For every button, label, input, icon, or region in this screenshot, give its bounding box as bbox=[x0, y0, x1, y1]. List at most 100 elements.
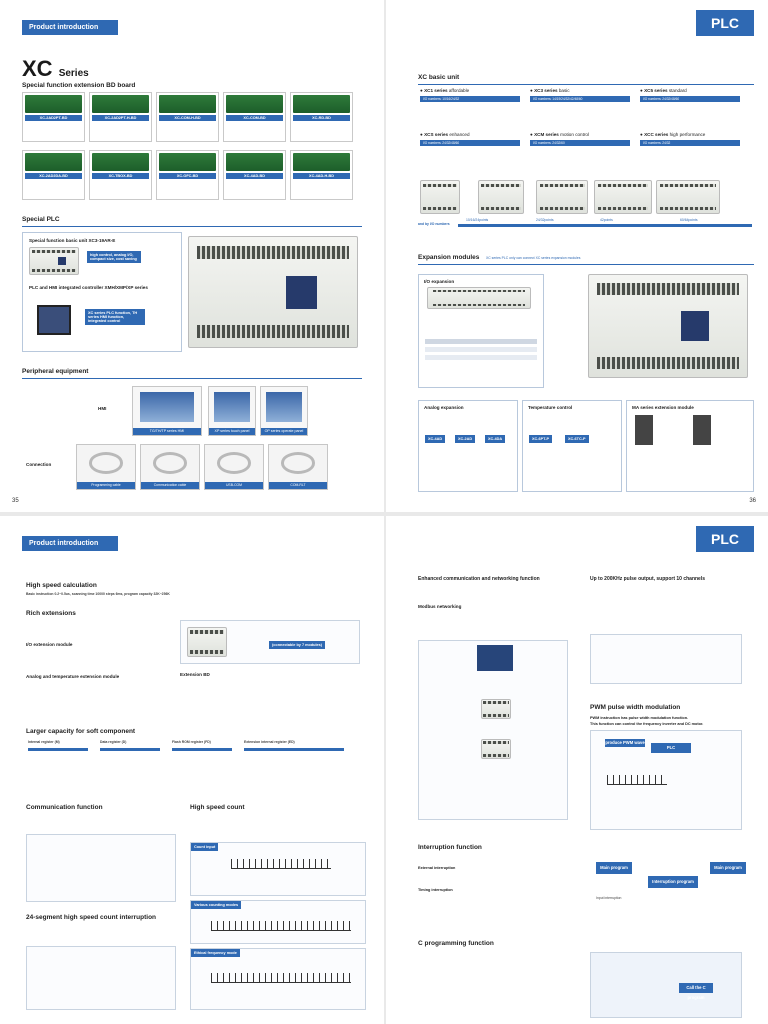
modbus-heading: Modbus networking bbox=[418, 604, 462, 609]
io-point-label: 42points bbox=[600, 218, 613, 222]
cable-image bbox=[216, 451, 252, 474]
high-speed-calc-heading: High speed calculation bbox=[26, 582, 97, 589]
bd-section-heading: Special function extension BD board bbox=[22, 82, 136, 89]
hmi-label: HMI bbox=[98, 406, 107, 411]
comm-diagram bbox=[26, 834, 176, 902]
brochure-page-38: PLC Enhanced communication and networkin… bbox=[386, 516, 768, 1024]
analog-chip-2: XC-2AD bbox=[455, 435, 476, 443]
plc-image bbox=[187, 627, 227, 657]
bd-card: XC-OFC-BD bbox=[156, 150, 219, 200]
soft-column-title: Data register (D) bbox=[100, 740, 127, 744]
high-speed-calc-text: Basic instruction 0.2~0.5us, scanning ti… bbox=[26, 592, 170, 596]
special-item-1-title: Special function basic unit XC3-19AR-E bbox=[29, 238, 116, 243]
page-title: XC Series bbox=[22, 56, 89, 82]
bd-card-label: XC-RD-BD bbox=[293, 115, 350, 121]
bd-card: XC-COM-H-BD bbox=[156, 92, 219, 142]
plc-box: PLC bbox=[651, 743, 691, 753]
pulse-wave bbox=[231, 859, 331, 869]
io-expansion-box: I/O expansion bbox=[418, 274, 544, 388]
comm-function-heading: Communication function bbox=[26, 804, 103, 811]
input-interruption: Input interruption bbox=[596, 896, 622, 900]
pwm-heading: PWM pulse width modulation bbox=[590, 704, 681, 711]
pulse-output-diagram bbox=[590, 634, 742, 684]
io-expansion-image bbox=[427, 287, 531, 309]
soft-component-heading: Larger capacity for soft component bbox=[26, 728, 136, 735]
page-number: 35 bbox=[12, 498, 19, 504]
brochure-page-35: Product introduction XC Series Special f… bbox=[0, 0, 384, 512]
hmi-caption: TG/TH/TP series HMI bbox=[133, 428, 201, 435]
soft-column-bar bbox=[100, 748, 160, 751]
series-title: XC bbox=[22, 56, 53, 81]
divider bbox=[418, 84, 754, 85]
hmi-screen bbox=[139, 391, 195, 422]
c-programming-heading: C programming function bbox=[418, 940, 494, 947]
page-number: 36 bbox=[749, 498, 756, 504]
hmi-controller-image bbox=[37, 305, 71, 335]
expansion-heading: Expansion modules bbox=[418, 254, 480, 261]
brochure-page-37: Product introduction High speed calculat… bbox=[0, 516, 384, 1024]
cable-image bbox=[280, 451, 316, 474]
extension-bd: Extension BD bbox=[180, 672, 210, 677]
series-suffix: Series bbox=[58, 68, 89, 79]
bd-board-image bbox=[159, 153, 216, 171]
bd-board-image bbox=[92, 95, 149, 113]
io-table-row bbox=[425, 339, 537, 344]
bd-card: XC-4AD-H-BD bbox=[290, 150, 353, 200]
bd-card-label: XC-4AD-H-BD bbox=[293, 173, 350, 179]
bd-card-label: XC-2AD2PT-BD bbox=[25, 115, 82, 121]
series-io-bar: I/O numbers: 24/32/60 bbox=[530, 140, 630, 146]
bd-board-image bbox=[226, 95, 283, 113]
expansion-note: (connectable by 7 modules) bbox=[269, 641, 326, 649]
plc-unit-image bbox=[594, 180, 652, 214]
bd-card-label: XC-TBOX-BD bbox=[92, 173, 149, 179]
cable-image bbox=[88, 451, 124, 474]
xc3-19ar-image bbox=[29, 247, 79, 275]
plc-tag: PLC bbox=[696, 10, 754, 36]
hmi-caption: OP series operate panel bbox=[261, 428, 307, 435]
external-interrupt: External interruption bbox=[418, 866, 456, 870]
io-expansion-title: I/O expansion bbox=[424, 279, 455, 284]
io-points-bar bbox=[458, 224, 752, 227]
cable-product: Communication cable bbox=[140, 444, 200, 490]
counting-modes-diagram: Various counting modes bbox=[190, 900, 366, 944]
hmi-product: TG/TH/TP series HMI bbox=[132, 386, 202, 436]
bd-card: XC-2AD2PT-H-BD bbox=[89, 92, 152, 142]
connection-label: Connection bbox=[26, 462, 52, 467]
bd-board-image bbox=[159, 95, 216, 113]
soft-column-bar bbox=[172, 748, 232, 751]
io-table-row bbox=[425, 355, 537, 360]
bd-board-image bbox=[226, 153, 283, 171]
plc-image bbox=[481, 739, 511, 759]
bd-card-label: XC-4AD-BD bbox=[226, 173, 283, 179]
plc-unit-image bbox=[536, 180, 588, 214]
hmi-screen bbox=[265, 391, 303, 422]
soft-column-bar bbox=[28, 748, 88, 751]
soft-column-title: Flash ROM register (FD) bbox=[172, 740, 211, 744]
hmi-image bbox=[477, 645, 513, 671]
cable-product: Programming cable bbox=[76, 444, 136, 490]
io-point-label: 10/16/24points bbox=[466, 218, 489, 222]
series-title: ● XC3 series basic bbox=[530, 88, 570, 93]
plc-unit-image bbox=[420, 180, 460, 214]
brochure-page-36: PLC XC basic unit ● XC1 series affordabl… bbox=[386, 0, 768, 512]
expansion-diagram: (connectable by 7 modules) bbox=[180, 620, 360, 664]
plc-tag: PLC bbox=[696, 526, 754, 552]
bd-card-label: XC-COM-BD bbox=[226, 115, 283, 121]
series-io-bar: I/O numbers: 24/32/48/60 bbox=[420, 140, 520, 146]
bd-card-label: XC-OFC-BD bbox=[159, 173, 216, 179]
special-item-1-note: high control, analog I/O, compact size, … bbox=[87, 251, 141, 263]
cable-image bbox=[152, 451, 188, 474]
divider bbox=[22, 378, 362, 379]
interruption-program-box: Interruption program bbox=[648, 876, 698, 888]
pwm-diagram: produce PWM wave PLC bbox=[590, 730, 742, 830]
interruption-heading: Interruption function bbox=[418, 844, 482, 851]
cable-product: USB-COM bbox=[204, 444, 264, 490]
call-function-box: Call the C program bbox=[679, 983, 713, 1000]
pulse-wave bbox=[211, 921, 351, 931]
count-input-diagram: Count input bbox=[190, 842, 366, 896]
soft-column-bar bbox=[244, 748, 344, 751]
high-speed-count-heading: High speed count bbox=[190, 804, 245, 811]
plc-image bbox=[481, 699, 511, 719]
bd-card-label: XC-2AD2DA-BD bbox=[25, 173, 82, 179]
hmi-caption: XP series touch panel bbox=[209, 428, 255, 435]
